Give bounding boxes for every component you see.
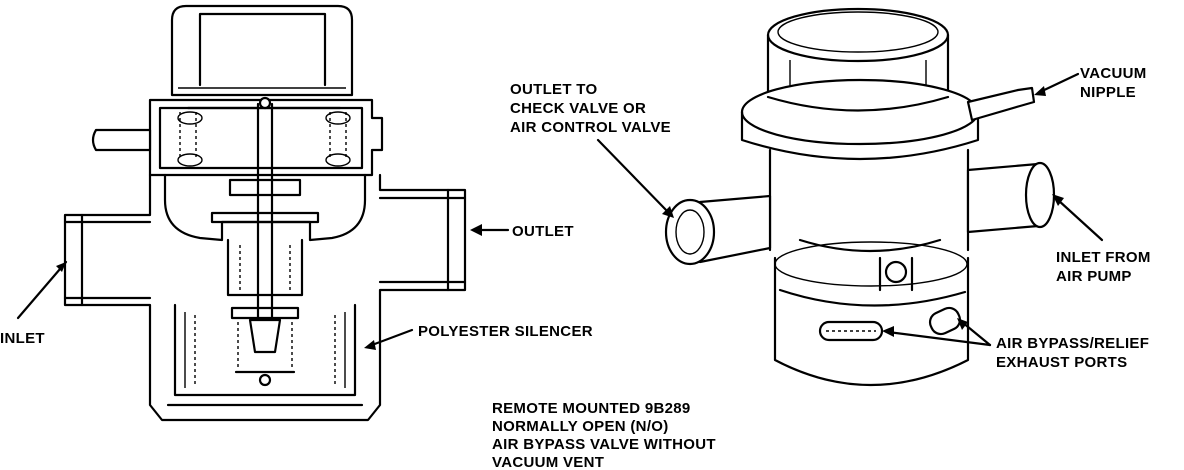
label-vacuum-2: NIPPLE bbox=[1080, 84, 1136, 101]
caption-line-1: REMOTE MOUNTED 9B289 bbox=[492, 400, 691, 417]
label-inlet-from-2: AIR PUMP bbox=[1056, 268, 1132, 285]
label-outlet-to-3: AIR CONTROL VALVE bbox=[510, 119, 671, 136]
label-bypass-2: EXHAUST PORTS bbox=[996, 354, 1127, 371]
caption-line-4: VACUUM VENT bbox=[492, 454, 604, 470]
label-group: INLET OUTLET POLYESTER SILENCER OUTLET T… bbox=[0, 65, 1151, 371]
label-polyester-silencer: POLYESTER SILENCER bbox=[418, 323, 593, 340]
label-inlet: INLET bbox=[0, 330, 45, 347]
label-outlet-to-2: CHECK VALVE OR bbox=[510, 100, 646, 117]
caption-line-3: AIR BYPASS VALVE WITHOUT bbox=[492, 436, 716, 453]
label-inlet-from-1: INLET FROM bbox=[1056, 249, 1151, 266]
caption: REMOTE MOUNTED 9B289 NORMALLY OPEN (N/O)… bbox=[492, 400, 716, 470]
label-outlet: OUTLET bbox=[512, 223, 574, 240]
label-outlet-to-1: OUTLET TO bbox=[510, 81, 597, 98]
caption-line-2: NORMALLY OPEN (N/O) bbox=[492, 418, 669, 435]
cutaway-view bbox=[63, 4, 467, 422]
label-vacuum-1: VACUUM bbox=[1080, 65, 1147, 82]
leader-lines bbox=[16, 72, 1104, 350]
label-bypass-1: AIR BYPASS/RELIEF bbox=[996, 335, 1149, 352]
external-view bbox=[664, 7, 1056, 386]
